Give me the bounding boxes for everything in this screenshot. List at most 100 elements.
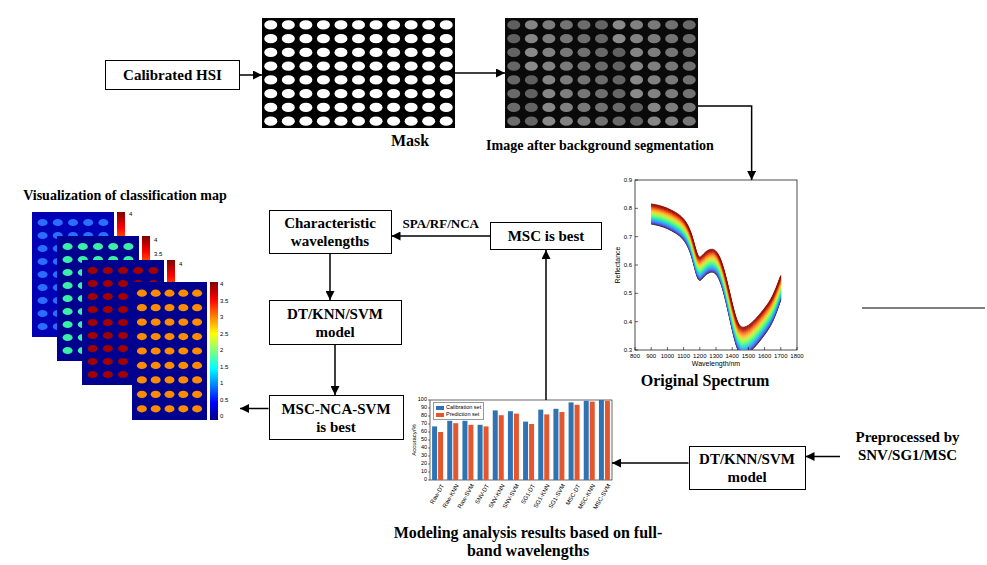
tick-mark <box>428 416 430 417</box>
axis-label: 1100 <box>677 353 690 359</box>
axis-label: 4 <box>220 281 223 287</box>
box-label: MSC is best <box>508 227 585 245</box>
seed-class <box>151 391 161 398</box>
seed-class <box>192 304 202 311</box>
axis-label: 1400 <box>726 353 739 359</box>
seed-class <box>192 290 202 297</box>
seed-image <box>595 103 608 112</box>
seed-mask <box>299 20 312 29</box>
bar <box>508 411 513 480</box>
axis-label: 0.4 <box>624 319 632 325</box>
map-background <box>82 260 164 385</box>
bar <box>438 432 443 480</box>
seed-mask <box>282 89 295 98</box>
bar <box>478 425 483 480</box>
seed-class <box>178 391 188 398</box>
seed-class <box>165 347 175 354</box>
seed-mask <box>422 34 435 43</box>
seed-image <box>630 103 643 112</box>
tick-mark <box>651 347 652 350</box>
seed-mask <box>334 20 347 29</box>
seed-mask <box>387 62 400 71</box>
seed-class <box>38 310 48 317</box>
seed-class <box>118 293 128 300</box>
bar <box>590 402 595 480</box>
seed-class <box>63 295 73 302</box>
seed-class <box>165 391 175 398</box>
bar <box>538 410 543 480</box>
seed-mask <box>317 48 330 57</box>
seed-image <box>525 89 538 98</box>
seed-class <box>38 258 48 265</box>
tick-mark <box>428 472 430 473</box>
seed-image <box>683 34 696 43</box>
axis-label: 1800 <box>790 353 803 359</box>
axis-label: 4 <box>154 237 157 243</box>
axis-label: 3.5 <box>220 298 228 304</box>
seed-mask <box>264 89 277 98</box>
seed-mask <box>352 117 365 126</box>
bar <box>544 414 549 480</box>
seed-image <box>648 75 661 84</box>
seed-image <box>577 20 590 29</box>
seed-class <box>192 405 202 412</box>
seed-class <box>63 256 73 263</box>
axis-label: 0.9 <box>624 177 632 183</box>
seed-image <box>648 62 661 71</box>
axis-label: 80 <box>421 413 427 419</box>
tick-mark <box>699 347 700 350</box>
tick-mark <box>428 464 430 465</box>
seed-mask <box>370 62 383 71</box>
box-label: Calibrated HSI <box>123 66 222 84</box>
spectrum-curve <box>651 205 781 329</box>
seed-class <box>137 304 147 311</box>
seed-class <box>63 269 73 276</box>
connector-arrow <box>329 254 331 300</box>
seed-class <box>68 219 78 226</box>
seed-class <box>178 319 188 326</box>
chart-legend: Calibration setPrediction set <box>433 402 484 420</box>
seed-mask <box>440 89 453 98</box>
seed-mask <box>405 34 418 43</box>
seed-mask <box>387 34 400 43</box>
seed-class <box>88 280 98 287</box>
seed-mask <box>440 75 453 84</box>
bar <box>559 412 564 480</box>
seed-image <box>507 62 520 71</box>
seed-class <box>118 371 128 378</box>
axis-label: 1000 <box>661 353 674 359</box>
seed-mask <box>370 117 383 126</box>
figure-panel: Original Spectrum <box>635 180 797 350</box>
seed-class <box>178 376 188 383</box>
seed-mask <box>405 62 418 71</box>
seed-class <box>118 319 128 326</box>
seed-class <box>118 267 128 274</box>
seed-class <box>137 362 147 369</box>
seed-mask <box>352 34 365 43</box>
figure-panel: Image after background segmentation <box>505 18 698 128</box>
bar <box>569 402 574 480</box>
seed-image <box>683 20 696 29</box>
legend-swatch <box>436 413 444 417</box>
spectrum-curve <box>651 204 781 327</box>
seed-image <box>542 62 555 71</box>
seed-class <box>192 391 202 398</box>
tick-mark <box>428 448 430 449</box>
seed-mask <box>422 89 435 98</box>
axis-label: SNV-DT <box>474 483 490 505</box>
axis-label: 0.7 <box>624 234 632 240</box>
seed-image <box>560 62 573 71</box>
seed-image <box>683 103 696 112</box>
seed-class <box>88 332 98 339</box>
seed-image <box>613 62 626 71</box>
legend-swatch <box>436 406 444 410</box>
seed-mask <box>264 20 277 29</box>
seed-image <box>577 117 590 126</box>
seed-mask <box>334 103 347 112</box>
image-background <box>262 18 455 128</box>
axis-label: 3.5 <box>154 251 162 257</box>
seed-class <box>103 319 113 326</box>
seed-mask <box>334 75 347 84</box>
seed-image <box>595 62 608 71</box>
figure-panel: Visualization of classification map <box>30 210 240 422</box>
